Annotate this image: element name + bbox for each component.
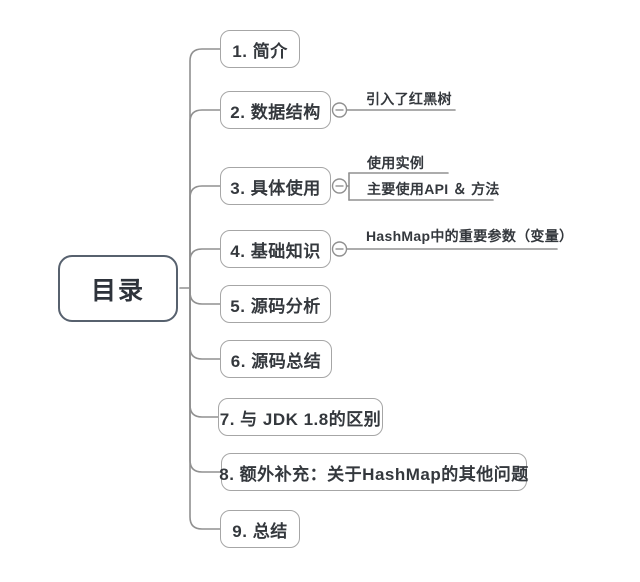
topic-node-8-extra[interactable]: 8. 额外补充：关于HashMap的其他问题 [219, 453, 528, 491]
branch-line-8 [189, 287, 222, 473]
subtopic-redblacktree[interactable]: 引入了红黑树 [366, 91, 452, 107]
subtopic-hashmap-params[interactable]: HashMap中的重要参数（变量） [366, 228, 574, 244]
topic-node-9-summary[interactable]: 9. 总结 [220, 510, 300, 548]
collapse-circle-icon[interactable] [331, 241, 348, 257]
collapse-circle-icon[interactable] [331, 178, 348, 194]
topic-node-5-source-analysis[interactable]: 5. 源码分析 [220, 285, 331, 323]
branch-line-4 [189, 248, 221, 289]
branch-line-5 [189, 287, 221, 305]
topic-node-4-basics[interactable]: 4. 基础知识 [220, 230, 331, 268]
topic-node-1-intro[interactable]: 1. 简介 [220, 30, 300, 68]
collapse-circle-icon[interactable] [331, 102, 348, 118]
branch-line-1 [189, 48, 221, 289]
branch-line-7 [189, 287, 219, 418]
branch-line-2 [189, 109, 221, 289]
branch-line-3 [189, 185, 221, 289]
collapse-toggle-node-2[interactable] [331, 102, 348, 118]
topic-node-3-usage[interactable]: 3. 具体使用 [220, 167, 331, 205]
branch-line-9 [189, 287, 221, 530]
branch-line-6 [189, 287, 221, 360]
topic-node-2-data-structure[interactable]: 2. 数据结构 [220, 91, 331, 129]
subtopic-bracket-usage [346, 172, 350, 201]
topic-node-6-source-summary[interactable]: 6. 源码总结 [220, 340, 332, 378]
subtopic-usage-example[interactable]: 使用实例 [367, 155, 425, 171]
collapse-toggle-node-3[interactable] [331, 178, 348, 194]
subtopic-api-methods[interactable]: 主要使用API ＆ 方法 [367, 181, 500, 197]
topic-node-7-jdk18-diff[interactable]: 7. 与 JDK 1.8的区别 [218, 398, 383, 436]
root-node-toc[interactable]: 目录 [58, 255, 178, 322]
collapse-toggle-node-4[interactable] [331, 241, 348, 257]
